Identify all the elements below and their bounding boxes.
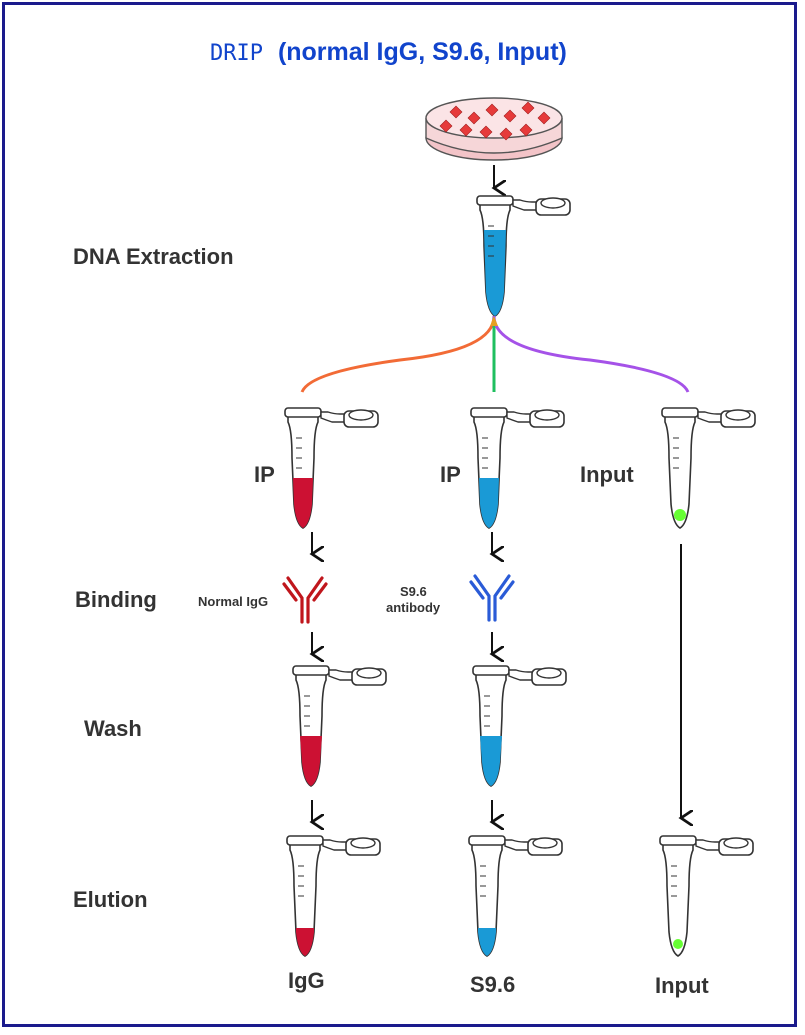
diagram-title: DRIP (normal IgG, S9.6, Input) (210, 38, 567, 66)
ip-label-left: IP (254, 462, 275, 487)
s96-antibody-icon (469, 574, 515, 622)
wash-s96-tube (472, 665, 567, 787)
input-tube (661, 407, 756, 529)
elution-input-tube (659, 835, 754, 957)
final-label-igg: IgG (288, 968, 325, 993)
input-label: Input (580, 462, 634, 487)
step-dna-extraction: DNA Extraction (73, 244, 234, 269)
normal-igg-label: Normal IgG (198, 594, 268, 609)
step-wash: Wash (84, 716, 142, 741)
s96-antibody-label-line1: S9.6 (400, 584, 427, 599)
extraction-tube (476, 195, 571, 317)
elution-igg-tube (286, 835, 381, 957)
step-binding: Binding (75, 587, 157, 612)
final-label-input: Input (655, 973, 709, 998)
wash-igg-tube (292, 665, 387, 787)
branch-lines (300, 315, 690, 393)
ip-s96-tube (470, 407, 565, 529)
normal-igg-antibody-icon (282, 576, 328, 624)
diagram-frame (2, 2, 797, 1027)
elution-s96-tube (468, 835, 563, 957)
s96-antibody-label-line2: antibody (386, 600, 441, 615)
final-label-s96: S9.6 (470, 972, 515, 997)
cell-culture-dish-icon (425, 97, 563, 161)
ip-label-middle: IP (440, 462, 461, 487)
step-elution: Elution (73, 887, 148, 912)
ip-igg-tube (284, 407, 379, 529)
